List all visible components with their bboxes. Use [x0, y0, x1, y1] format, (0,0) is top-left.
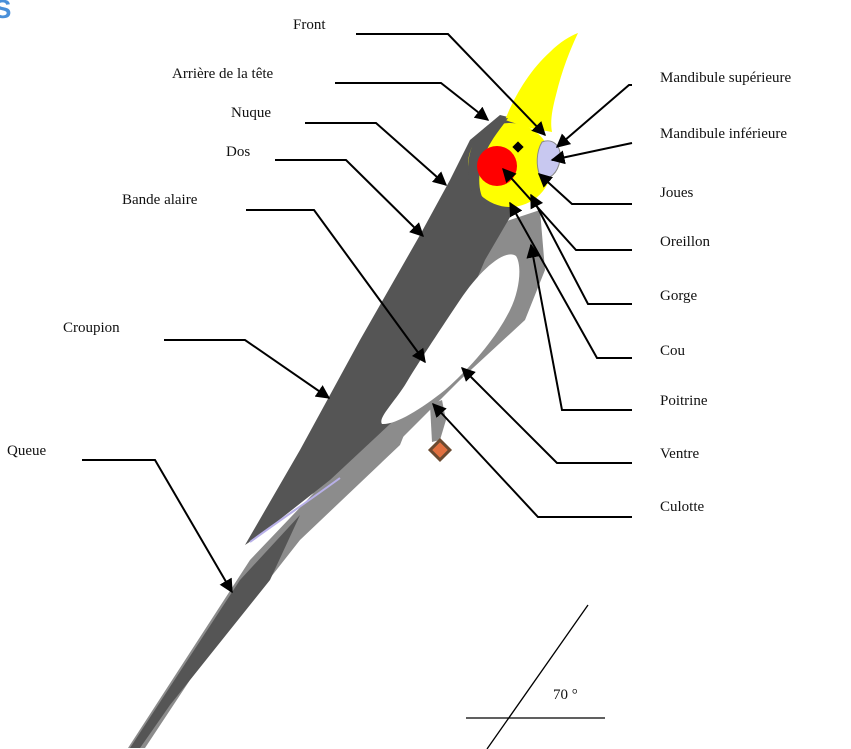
leader-mandibule-inf [552, 143, 632, 160]
leader-culotte [433, 404, 632, 517]
label-poitrine: Poitrine [660, 393, 708, 409]
label-joues: Joues [660, 185, 693, 201]
leader-mandibule-sup [557, 85, 632, 147]
crest-shape [505, 33, 578, 132]
label-ventre: Ventre [660, 446, 699, 462]
leader-arriere-tete [335, 83, 488, 120]
label-bande-alaire: Bande alaire [122, 192, 198, 208]
foot-shape [430, 440, 450, 460]
leader-poitrine [531, 245, 632, 410]
label-culotte: Culotte [660, 499, 705, 515]
label-mandibule-inf: Mandibule inférieure [660, 126, 787, 142]
label-front: Front [293, 17, 326, 33]
logo-fragment: S [0, 0, 11, 24]
label-mandibule-sup: Mandibule supérieure [660, 70, 792, 86]
label-cou: Cou [660, 343, 686, 359]
leader-ventre [462, 368, 632, 463]
label-nuque: Nuque [231, 105, 271, 121]
bird-illustration [128, 33, 578, 748]
label-queue: Queue [7, 443, 46, 459]
leader-dos [275, 160, 423, 236]
angle-label: 70 ° [553, 687, 578, 703]
label-arriere-tete: Arrière de la tête [172, 66, 274, 82]
leader-joues [539, 174, 632, 204]
leader-croupion [164, 340, 329, 398]
tail-dark-streak [130, 515, 300, 748]
cheek-patch-shape [477, 146, 517, 186]
leader-nuque [305, 123, 446, 185]
label-gorge: Gorge [660, 288, 698, 304]
label-dos: Dos [226, 144, 250, 160]
angle-indicator: 70 ° [466, 605, 605, 749]
label-oreillon: Oreillon [660, 234, 710, 250]
leg-shape [430, 400, 446, 442]
angle-slanted-line [487, 605, 588, 749]
leader-queue [82, 460, 232, 592]
label-croupion: Croupion [63, 320, 120, 336]
